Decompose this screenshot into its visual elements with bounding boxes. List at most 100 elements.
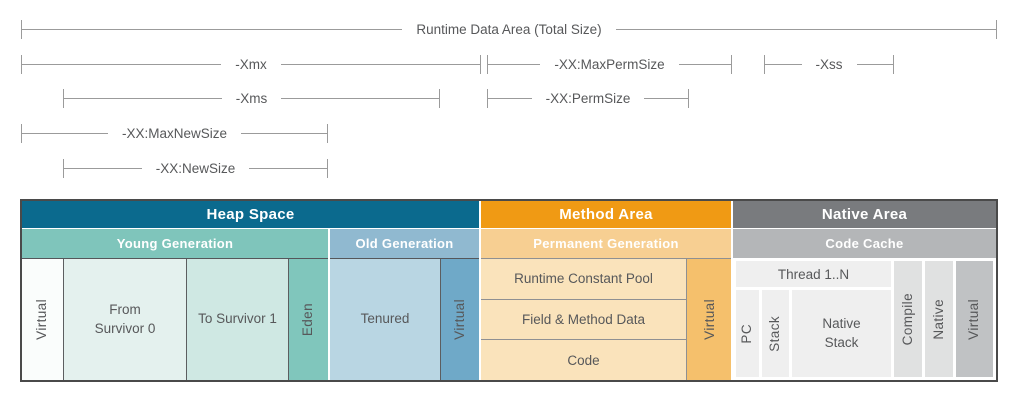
bracket-tick <box>327 124 328 143</box>
bracket-line <box>644 98 688 99</box>
bracket-line <box>241 133 327 134</box>
bracket-tick <box>731 55 732 74</box>
cell-native-stack-label: Native Stack <box>822 316 861 350</box>
bracket-line <box>765 64 802 65</box>
bracket-line <box>280 64 480 65</box>
bracket-line <box>64 98 222 99</box>
bracket-tick <box>327 159 328 178</box>
bracket-tick <box>21 20 22 39</box>
cell-thread-1-n: Thread 1..N <box>736 261 891 287</box>
cell-virtual-young-label: Virtual <box>34 299 50 340</box>
native-generation-row: Code Cache <box>733 229 996 258</box>
bracket-tick <box>688 89 689 108</box>
cell-compile-label: Compile <box>899 292 915 346</box>
bracket-label-runtime-data-area: Runtime Data Area (Total Size) <box>416 22 602 37</box>
cell-virtual-old-label: Virtual <box>451 299 467 340</box>
bracket-label-xms: -Xms <box>235 91 268 106</box>
bracket-tick <box>480 55 481 74</box>
bracket-line <box>856 64 893 65</box>
bracket-tick <box>487 55 488 74</box>
bracket-line <box>488 64 541 65</box>
old-generation-cells: Tenured Virtual <box>330 258 479 380</box>
code-cache-band: Code Cache <box>733 229 996 258</box>
method-area-header: Method Area <box>481 201 731 228</box>
memory-table: Heap Space Young Generation Old Generati… <box>20 199 998 382</box>
cell-native: Native <box>925 261 953 377</box>
cell-eden: Eden <box>288 259 328 380</box>
permanent-generation-band: Permanent Generation <box>481 229 731 258</box>
bracket-runtime-data-area: Runtime Data Area (Total Size) <box>21 19 997 40</box>
bracket-tick <box>21 55 22 74</box>
bracket-xss: -Xss <box>764 54 894 75</box>
native-body: Thread 1..N PC Stack Native Stack <box>733 258 996 380</box>
cell-virtual-method-label: Virtual <box>701 299 717 340</box>
bracket-tick <box>996 20 997 39</box>
cell-virtual-native: Virtual <box>956 261 993 377</box>
bracket-label-perm-size: -XX:PermSize <box>545 91 631 106</box>
bracket-line <box>22 133 108 134</box>
bracket-tick <box>764 55 765 74</box>
method-area-section: Method Area Permanent Generation Runtime… <box>481 201 731 381</box>
cell-pc-label: PC <box>739 323 755 344</box>
thread-group: Thread 1..N PC Stack Native Stack <box>736 261 891 377</box>
bracket-xms: -Xms <box>63 88 440 109</box>
method-body: Runtime Constant Pool Field & Method Dat… <box>481 258 731 381</box>
cell-tenured: Tenured <box>330 259 440 380</box>
cell-stack-label: Stack <box>767 315 783 352</box>
cell-native-label: Native <box>930 298 946 340</box>
bracket-line <box>22 29 403 30</box>
bracket-line <box>615 29 996 30</box>
cell-tenured-label: Tenured <box>360 311 410 327</box>
native-area-section: Native Area Code Cache Thread 1..N PC St… <box>733 201 996 380</box>
bracket-tick <box>63 159 64 178</box>
bracket-line <box>22 64 222 65</box>
cell-virtual-method: Virtual <box>687 259 731 380</box>
young-generation-band: Young Generation <box>22 229 328 258</box>
heap-body: Virtual From Survivor 0 To Survivor 1 Ed… <box>22 258 479 380</box>
bracket-tick <box>63 89 64 108</box>
bracket-max-perm-size: -XX:MaxPermSize <box>487 54 732 75</box>
bracket-label-xss: -Xss <box>815 57 843 72</box>
bracket-label-xmx: -Xmx <box>235 57 267 72</box>
bracket-line <box>281 98 439 99</box>
cell-code: Code <box>481 339 686 381</box>
bracket-label-new-size: -XX:NewSize <box>155 161 236 176</box>
bracket-line <box>64 168 142 169</box>
cell-field-method-data: Field & Method Data <box>481 298 686 340</box>
native-area-header: Native Area <box>733 201 996 228</box>
bracket-perm-size: -XX:PermSize <box>487 88 689 109</box>
heap-space-section: Heap Space Young Generation Old Generati… <box>22 201 479 380</box>
bracket-label-max-perm-size: -XX:MaxPermSize <box>554 57 665 72</box>
cell-from-survivor-0: From Survivor 0 <box>63 259 186 380</box>
cell-eden-label: Eden <box>300 302 316 337</box>
bracket-tick <box>487 89 488 108</box>
old-generation-band: Old Generation <box>330 229 479 258</box>
bracket-line <box>678 64 731 65</box>
young-generation-cells: Virtual From Survivor 0 To Survivor 1 Ed… <box>22 258 328 380</box>
cell-runtime-constant-pool: Runtime Constant Pool <box>481 259 686 299</box>
bracket-tick <box>893 55 894 74</box>
heap-space-header: Heap Space <box>22 201 479 228</box>
cell-to-survivor-1: To Survivor 1 <box>186 259 288 380</box>
bracket-line <box>488 98 532 99</box>
bracket-tick <box>21 124 22 143</box>
cell-virtual-young: Virtual <box>22 259 63 380</box>
bracket-new-size: -XX:NewSize <box>63 158 328 179</box>
permanent-generation-rows: Runtime Constant Pool Field & Method Dat… <box>481 259 687 381</box>
cell-pc: PC <box>736 290 759 377</box>
cell-from-survivor-0-label: From Survivor 0 <box>94 302 156 336</box>
cell-virtual-native-label: Virtual <box>966 298 982 340</box>
bracket-line <box>249 168 327 169</box>
cell-to-survivor-1-label: To Survivor 1 <box>198 311 277 327</box>
cell-stack: Stack <box>762 290 789 377</box>
heap-generation-row: Young Generation Old Generation <box>22 229 479 258</box>
method-generation-row: Permanent Generation <box>481 229 731 258</box>
thread-columns: PC Stack Native Stack <box>736 290 891 377</box>
bracket-max-new-size: -XX:MaxNewSize <box>21 123 328 144</box>
cell-virtual-old: Virtual <box>440 259 479 380</box>
cell-native-stack: Native Stack <box>792 290 891 377</box>
bracket-label-max-new-size: -XX:MaxNewSize <box>121 126 228 141</box>
cell-compile: Compile <box>894 261 922 377</box>
bracket-xmx: -Xmx <box>21 54 481 75</box>
